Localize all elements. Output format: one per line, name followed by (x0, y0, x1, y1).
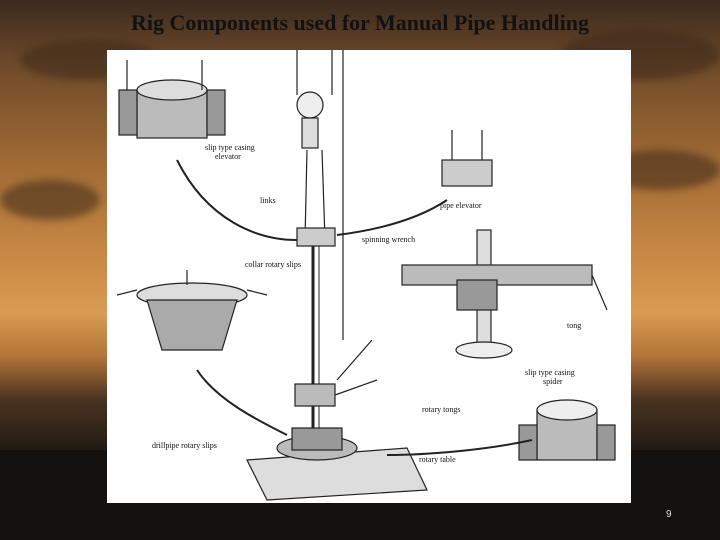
label-rotary-tongs: rotary tongs (422, 405, 460, 414)
label-tong: tong (567, 321, 581, 330)
rig-components-figure: slip type casing elevator links pipe ele… (107, 50, 631, 503)
label-collar-slips: collar rotary slips (245, 260, 301, 269)
label-spider-1: slip type casing (525, 368, 575, 377)
label-spinning-wrench: spinning wrench (362, 235, 415, 244)
casing-spider-icon (518, 399, 616, 461)
label-spider-2: spider (543, 377, 563, 386)
hook-icon (301, 117, 319, 149)
link-left (304, 149, 308, 241)
rotary-tongs-icon (294, 383, 336, 407)
arrow-collar-slips (196, 369, 288, 436)
label-elevator-1: slip type casing (205, 143, 255, 152)
link-right (321, 149, 326, 241)
drillpipe-slips-icon (291, 427, 343, 451)
page-number: 9 (666, 509, 672, 520)
travelling-block-icon (296, 91, 324, 119)
label-elevator-2: elevator (215, 152, 241, 161)
label-drillpipe-slips: drillpipe rotary slips (152, 441, 217, 450)
collar-slips-icon (116, 270, 268, 351)
label-rotary-table: rotary table (419, 455, 456, 464)
arrow-spider (386, 439, 533, 456)
pipe-elevator-icon (296, 227, 336, 247)
arrow-elevator (176, 159, 298, 241)
label-pipe-elevator: pipe elevator (440, 201, 482, 210)
pipe-elevator-part-icon (441, 130, 493, 187)
slide-title: Rig Components used for Manual Pipe Hand… (130, 10, 589, 35)
arrow-pipe-elevator (336, 199, 448, 236)
label-links: links (260, 196, 276, 205)
tong-assembly-icon (401, 229, 608, 359)
casing-elevator-icon (118, 60, 226, 139)
